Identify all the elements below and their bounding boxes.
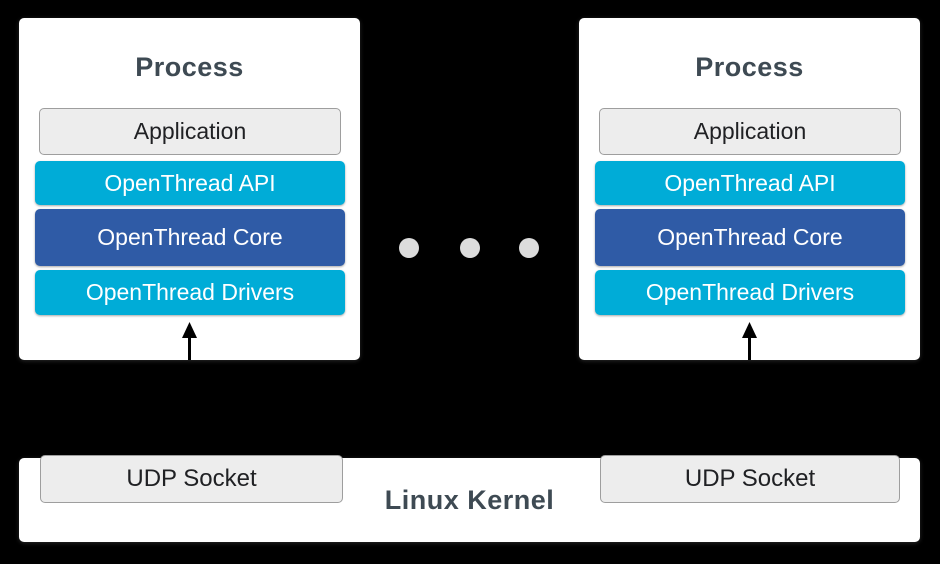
up-arrow-icon [742, 322, 757, 360]
layer-openthread-drivers: OpenThread Drivers [595, 270, 905, 315]
layer-openthread-core: OpenThread Core [595, 209, 905, 266]
layer-openthread-drivers: OpenThread Drivers [35, 270, 345, 315]
up-arrow-icon [182, 322, 197, 360]
udp-socket-box-right: UDP Socket [600, 455, 900, 503]
process-card-left: Process Application OpenThread API OpenT… [19, 18, 360, 360]
process-title: Process [135, 52, 244, 82]
layer-openthread-core: OpenThread Core [35, 209, 345, 266]
layer-application: Application [39, 108, 341, 155]
layer-openthread-api: OpenThread API [595, 161, 905, 205]
process-card-right: Process Application OpenThread API OpenT… [579, 18, 920, 360]
linux-kernel-bar: Linux Kernel UDP Socket UDP Socket [19, 455, 920, 542]
layer-application: Application [599, 108, 901, 155]
udp-socket-box-left: UDP Socket [40, 455, 343, 503]
ellipsis-dot [519, 238, 539, 258]
layer-openthread-api: OpenThread API [35, 161, 345, 205]
process-title: Process [695, 52, 804, 82]
ellipsis-dot [399, 238, 419, 258]
ellipsis-dot [460, 238, 480, 258]
linux-kernel-title: Linux Kernel [384, 484, 555, 515]
